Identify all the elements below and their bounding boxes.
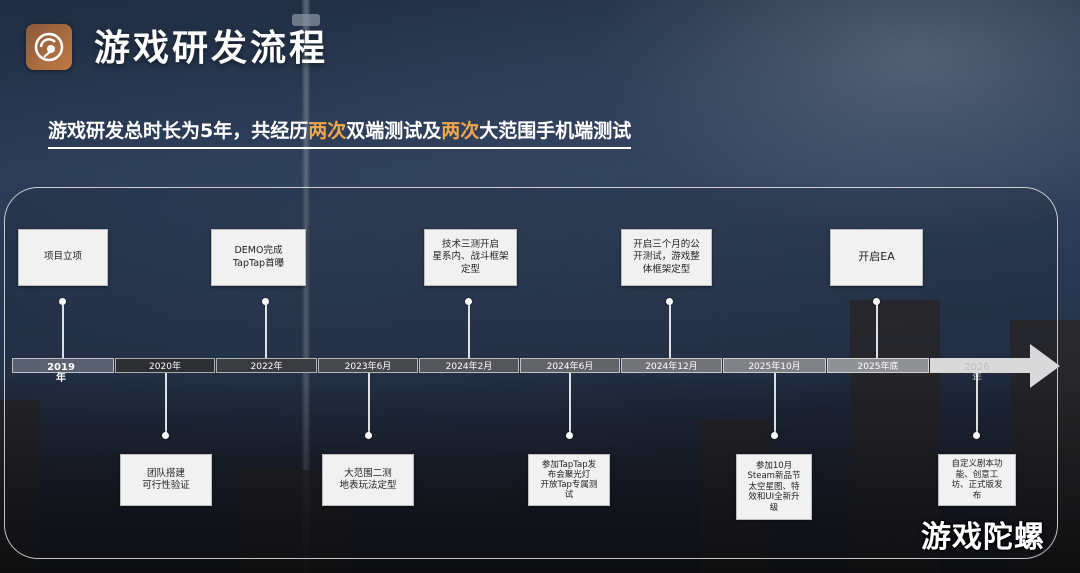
year-label: 2025年底 <box>858 359 899 372</box>
page-title: 游戏研发流程 <box>94 19 328 71</box>
event-card: 开启三个月的公 开测试，游戏整 体框架定型 <box>621 229 712 286</box>
year-label: 2025年10月 <box>748 359 800 372</box>
subtitle-text: 双端测试及 <box>346 120 441 142</box>
connector-dot <box>973 432 980 439</box>
timeline-segment-2024-12: 2024年12月 <box>621 358 722 373</box>
connector-line <box>368 373 370 433</box>
connector-dot <box>162 432 169 439</box>
event-card: 参加10月 Steam新品节 太空星图、特 效和UI全新升 级 <box>736 454 812 520</box>
event-card: DEMO完成 TapTap首曝 <box>211 229 306 286</box>
year-label: 2024年12月 <box>645 359 697 372</box>
connector-dot <box>771 432 778 439</box>
connector-line <box>569 373 571 433</box>
connector-line <box>774 373 776 433</box>
year-label: 2023年6月 <box>345 359 392 372</box>
event-card: 项目立项 <box>18 229 108 286</box>
connector-dot <box>566 432 573 439</box>
timeline-segment-2022: 2022年 <box>216 358 317 373</box>
year-label: 2022年 <box>251 359 283 372</box>
event-card: 参加TapTap发 布会聚光灯 开放Tap专属测 试 <box>528 454 610 506</box>
connector-line <box>876 302 878 358</box>
connector-line <box>468 302 470 358</box>
connector-line <box>976 373 978 433</box>
page-subtitle: 游戏研发总时长为5年，共经历两次双端测试及两次大范围手机端测试 <box>48 116 631 149</box>
subtitle-text: 游戏研发总时长为5年，共经历 <box>48 120 308 142</box>
year-label: 2019年 <box>46 362 76 384</box>
connector-dot <box>365 432 372 439</box>
subtitle-highlight: 两次 <box>441 120 479 142</box>
timeline-segment-2025-10: 2025年10月 <box>723 358 826 373</box>
event-card: 技术三测开启 星系内、战斗框架 定型 <box>424 229 517 286</box>
year-label: 2024年6月 <box>547 359 594 372</box>
connector-line <box>265 302 267 358</box>
connector-line <box>165 373 167 433</box>
event-card: 团队搭建 可行性验证 <box>120 454 212 506</box>
event-card: 大范围二测 地表玩法定型 <box>322 454 414 506</box>
subtitle-text: 大范围手机端测试 <box>479 120 631 142</box>
connector-line <box>669 302 671 358</box>
subtitle-highlight: 两次 <box>308 120 346 142</box>
timeline-segment-2024-06: 2024年6月 <box>520 358 620 373</box>
event-card: 自定义剧本功 能、创意工 坊、正式版发 布 <box>938 454 1016 506</box>
timeline-segment-2023-06: 2023年6月 <box>318 358 418 373</box>
year-label: 2020年 <box>149 359 181 372</box>
connector-line <box>62 302 64 358</box>
year-label: 2024年2月 <box>446 359 493 372</box>
timeline-arrow-icon <box>1030 344 1060 388</box>
event-card: 开启EA <box>830 229 923 286</box>
timeline-segment-2020: 2020年 <box>115 358 215 373</box>
gyro-logo-icon <box>26 24 72 70</box>
timeline-segment-2025-end: 2025年底 <box>827 358 929 373</box>
watermark: 游戏陀螺 <box>921 512 1045 556</box>
timeline-segment-2024-02: 2024年2月 <box>419 358 519 373</box>
